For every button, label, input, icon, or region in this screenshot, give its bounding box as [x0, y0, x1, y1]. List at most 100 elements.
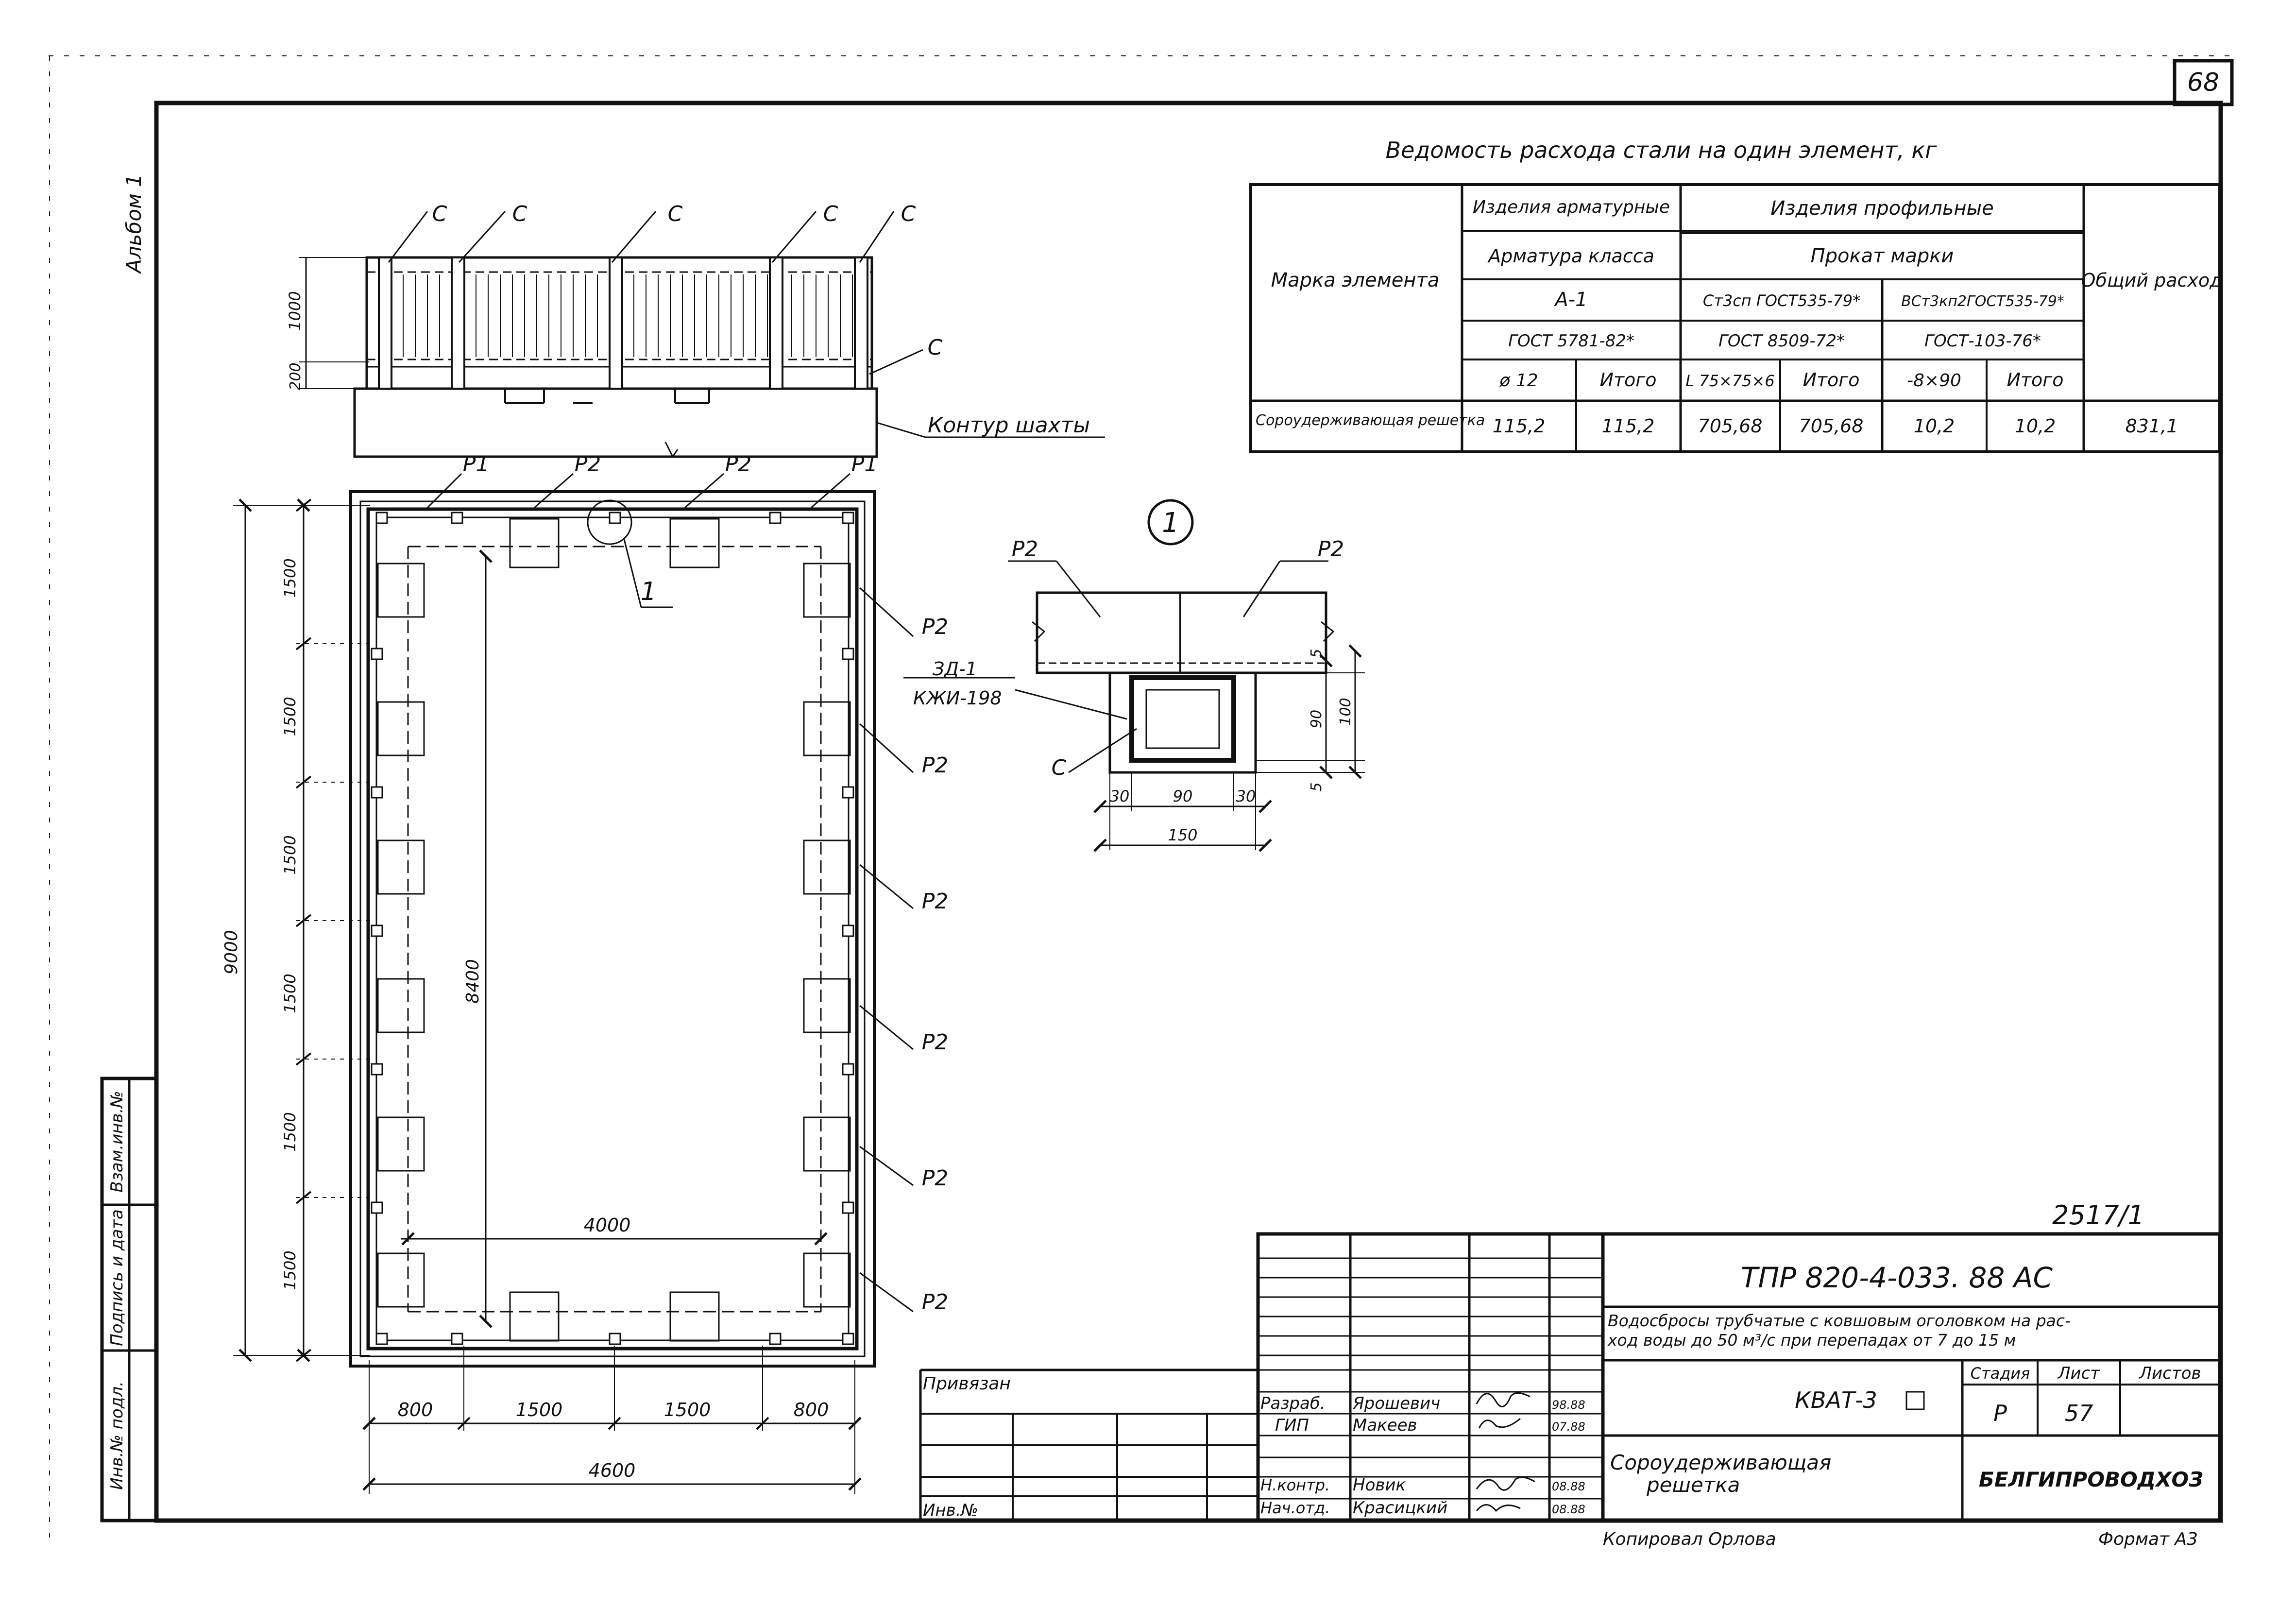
side-stamp-podpis: Подпись и дата: [107, 1209, 127, 1346]
tb-name-4: Красицкий: [1353, 1498, 1447, 1518]
tb-name-1: Ярошевич: [1352, 1394, 1440, 1413]
plan-dim-bay-3: 1500: [281, 835, 299, 874]
plan-dims: [233, 498, 862, 1494]
side-pad-left: [377, 701, 425, 756]
post-bottom: [842, 1333, 854, 1345]
elev-label-c-3: С: [668, 202, 683, 226]
plan-label-p2-top-1: Р2: [575, 452, 601, 477]
plan-dim-bay-1: 1500: [281, 558, 299, 598]
side-pad-right: [803, 563, 851, 618]
post-left: [371, 924, 383, 937]
plan-label-p2-top-2: Р2: [725, 452, 752, 477]
tb-project-line2: ход воды до 50 м³/с при перепадах от 7 д…: [1607, 1331, 2016, 1350]
copied-by: Копировал Орлова: [1603, 1529, 1776, 1549]
post-bottom: [609, 1333, 621, 1345]
side-pad-right: [803, 1252, 851, 1308]
sheet-ref: 2517/1: [2052, 1200, 2144, 1231]
elevation-posts: [378, 257, 868, 390]
th-st3sp: Ст3сп ГОСТ535-79*: [1703, 291, 1860, 310]
post-right: [842, 1063, 854, 1076]
th-itogo-1: Итого: [1599, 369, 1656, 391]
th-armature-class: Арматура класса: [1487, 245, 1654, 267]
tb-stage: Р: [1993, 1400, 2007, 1426]
post-right: [842, 648, 854, 660]
detail-dim-30-left: 30: [1110, 787, 1130, 805]
plan-dim-1500-2: 1500: [664, 1399, 711, 1420]
side-stamp-inv-podl: Инв.№ подл.: [107, 1381, 127, 1490]
th-total: Общий расход: [2081, 270, 2223, 291]
tb-role-1: Разраб.: [1260, 1394, 1326, 1413]
post-left: [371, 648, 383, 660]
tb-date-4: 08.88: [1552, 1503, 1585, 1516]
tb-role-2: ГИП: [1275, 1416, 1309, 1435]
tb-name-3: Новик: [1353, 1475, 1406, 1495]
th-itogo-2: Итого: [1803, 369, 1859, 391]
th-gost-5781: ГОСТ 5781-82*: [1508, 331, 1634, 351]
post-top: [842, 512, 854, 524]
th-d12: ø 12: [1499, 371, 1538, 391]
elev-label-c-6: С: [928, 335, 943, 360]
sheet-frame: [49, 55, 2234, 1545]
end-pad-bottom: [509, 1291, 560, 1342]
detail-dim-90-v: 90: [1308, 710, 1325, 728]
dim-tick: [295, 775, 312, 789]
th-profile-products: Изделия профильные: [1770, 197, 1994, 220]
plan-label-p2-side-6: Р2: [922, 1290, 949, 1315]
th-a1: А-1: [1553, 289, 1587, 311]
tb-role-3: Н.контр.: [1260, 1476, 1330, 1494]
plan-dim-bay-5: 1500: [281, 1112, 299, 1151]
title-block: [919, 1232, 2222, 1522]
elevation-dims: [299, 257, 369, 389]
plan-dim-bay-4: 1500: [281, 974, 299, 1013]
th-gost-103: ГОСТ-103-76*: [1924, 331, 2041, 351]
detail-label-zd: ЗД-1: [933, 658, 977, 680]
steel-table-title: Ведомость расхода стали на один элемент,…: [1386, 137, 1938, 163]
side-stamp-vzam: Взам.инв.№: [107, 1091, 127, 1192]
detail-label-p2-right: Р2: [1318, 537, 1344, 562]
plan-label-p2-side-5: Р2: [922, 1166, 949, 1191]
tb-signature-scribbles: [1476, 1392, 1535, 1512]
th-armature-products: Изделия арматурные: [1473, 197, 1670, 217]
end-pad-top: [669, 518, 720, 568]
post-right: [842, 786, 854, 799]
post-bottom: [451, 1333, 463, 1345]
end-pad-bottom: [669, 1291, 720, 1342]
th-gost-8509: ГОСТ 8509-72*: [1718, 331, 1845, 351]
th-mark-line1: Марка элемента: [1271, 269, 1440, 291]
elev-dim-200: 200: [287, 362, 304, 390]
side-pad-right: [803, 839, 851, 895]
row-angle: 705,68: [1698, 415, 1763, 437]
post-top: [769, 512, 782, 524]
detail-dim-30-right: 30: [1236, 787, 1256, 805]
format-label: Формат А3: [2098, 1529, 2198, 1549]
post-right: [842, 924, 854, 937]
tb-drawing-name-line2: решетка: [1646, 1473, 1740, 1497]
steel-table: [1249, 183, 2221, 453]
elev-label-c-2: С: [512, 202, 527, 226]
tb-sheet-code: КВАТ-3: [1795, 1387, 1877, 1413]
dim-tick: [295, 1349, 312, 1362]
plan-dim-800-right: 800: [794, 1399, 829, 1420]
plan-dim-ticks: [295, 498, 769, 1431]
side-pad-left: [377, 1116, 425, 1172]
th-vst3: ВСт3кп2ГОСТ535-79*: [1901, 293, 2064, 310]
tb-project: Водосбросы трубчатые с ковшовым оголовко…: [1607, 1311, 2075, 1350]
post-left: [371, 1201, 383, 1214]
detail-dim-5-top: 5: [1308, 649, 1325, 658]
elevation-post: [378, 257, 392, 390]
tb-date-2: 07.88: [1552, 1420, 1585, 1434]
tb-drawing-name-line1: Сороудерживающая: [1610, 1451, 1831, 1474]
elevation-post: [609, 257, 623, 390]
dim-tick: [295, 914, 312, 927]
tb-stage-header: Стадия: [1971, 1364, 2030, 1383]
plan-label-p2-side-2: Р2: [922, 753, 949, 778]
row-name: Сороудерживающая решетка: [1256, 412, 1485, 429]
row-itogo1: 115,2: [1602, 415, 1655, 437]
plan-dim-bay-6: 1500: [281, 1250, 299, 1290]
dim-tick: [295, 1191, 312, 1204]
detail-dim-90-h: 90: [1173, 787, 1193, 805]
tb-date-1: 98.88: [1552, 1398, 1585, 1412]
plan-dim-bay-2: 1500: [281, 697, 299, 736]
plan-dim-8400: 8400: [463, 959, 483, 1004]
